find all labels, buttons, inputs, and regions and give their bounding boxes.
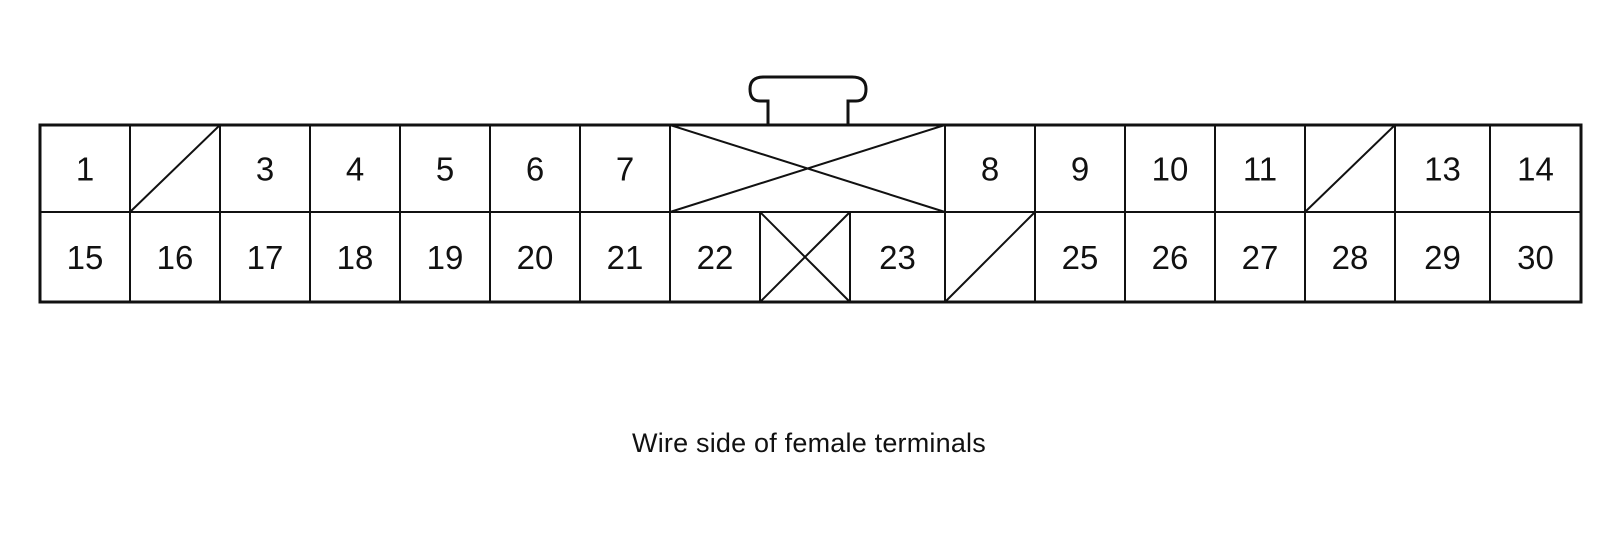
blocked-cavity-x — [759, 211, 851, 303]
terminal-number: 11 — [1243, 151, 1277, 188]
terminal-number: 6 — [526, 151, 544, 188]
terminal-number: 1 — [76, 151, 94, 188]
terminal-number: 28 — [1332, 239, 1369, 276]
terminal-number: 22 — [697, 239, 734, 276]
terminal-number: 8 — [981, 151, 999, 188]
terminal-number: 10 — [1152, 151, 1189, 188]
terminal-number: 3 — [256, 151, 274, 188]
empty-cavity-slash — [1304, 124, 1396, 213]
terminal-number: 17 — [247, 239, 284, 276]
terminal-number: 16 — [157, 239, 194, 276]
empty-cavity-slash — [944, 211, 1036, 303]
terminal-number: 26 — [1152, 239, 1189, 276]
terminal-number: 20 — [517, 239, 554, 276]
terminal-number: 13 — [1424, 151, 1461, 188]
terminal-number: 18 — [337, 239, 374, 276]
terminal-number: 14 — [1517, 151, 1554, 188]
terminal-number: 21 — [607, 239, 644, 276]
connector-locking-tab — [748, 75, 868, 126]
terminal-number: 9 — [1071, 151, 1089, 188]
terminal-number: 15 — [67, 239, 104, 276]
bottom-row-terminals: 15 16 17 18 19 20 21 22 23 25 26 27 28 29 30 — [67, 211, 1554, 303]
terminal-number: 5 — [436, 151, 454, 188]
terminal-number: 29 — [1424, 239, 1461, 276]
terminal-number: 23 — [879, 239, 916, 276]
connector-housing — [38, 123, 1583, 304]
blocked-cavity-x — [669, 124, 946, 213]
terminal-number: 7 — [616, 151, 634, 188]
empty-cavity-slash — [129, 124, 221, 213]
terminal-number: 30 — [1517, 239, 1554, 276]
terminal-number: 27 — [1242, 239, 1279, 276]
terminal-number: 4 — [346, 151, 364, 188]
diagram-caption: Wire side of female terminals — [632, 428, 986, 458]
terminal-number: 19 — [427, 239, 464, 276]
terminal-number: 25 — [1062, 239, 1099, 276]
